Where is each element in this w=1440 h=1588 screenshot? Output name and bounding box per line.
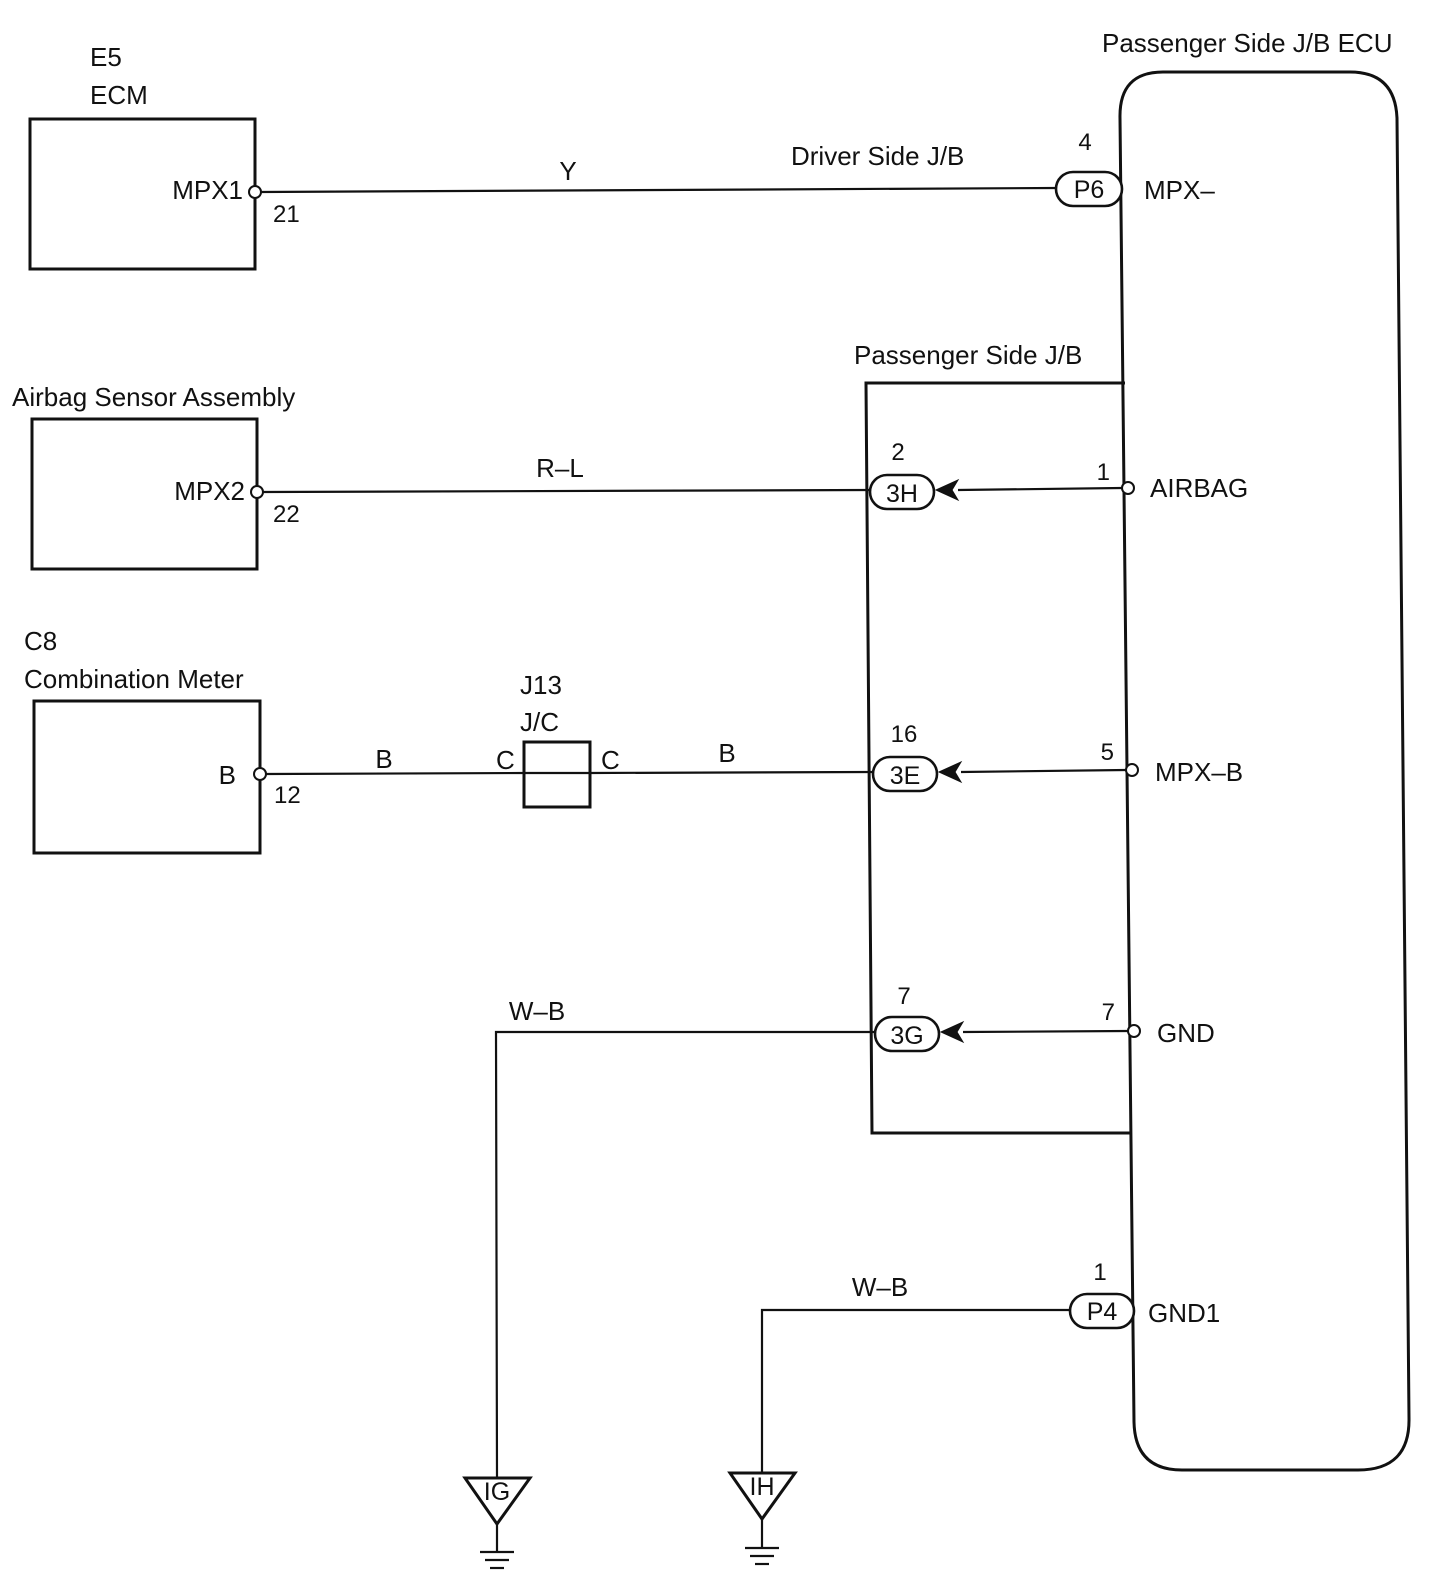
connector-code: 3E [890,762,921,790]
junction-connector-j13: J13 J/C C C [496,670,620,809]
ecm-component: E5 ECM MPX1 21 [28,42,300,271]
connector-pin-number: 7 [897,983,910,1010]
connector-code: 3G [890,1022,923,1050]
wire-via-label: Driver Side J/B [791,141,964,171]
terminal [1127,1024,1141,1038]
connector-pin-number: 4 [1078,129,1091,156]
wire-mpx1: Y Driver Side J/B P6 4 MPX– [248,129,1215,208]
wire-line-inner [962,1029,1129,1034]
wire-line [262,488,871,494]
arrow-icon [937,760,963,784]
connector-pill [868,473,936,511]
wire-mpx2: R–L 3H 2 1 AIRBAG [250,439,1248,511]
connector-pill [871,755,939,793]
wire-mpx-b: B B 3E 16 5 MPX–B [253,721,1243,793]
ecm-pin-number: 21 [273,201,300,228]
connector-pin-number: 1 [1093,1259,1106,1286]
ecm-name: ECM [90,80,148,110]
airbag-pin-number: 22 [273,501,300,528]
connector-pill [1054,170,1124,208]
wire-line-inner [960,768,1127,774]
jc-right-pin: C [601,745,620,775]
connector-code: P6 [1074,176,1105,204]
jb-outline [864,381,1130,1135]
wire-color: W–B [852,1272,908,1302]
airbag-sensor-component: Airbag Sensor Assembly MPX2 22 [12,382,300,571]
wire-gnd: W–B 3G 7 7 GND [494,983,1215,1479]
connector-pill [873,1015,941,1053]
ecu-outline [1118,70,1411,1472]
terminal [1125,763,1139,777]
wire-line [265,771,525,776]
wire-line-inner [957,486,1123,492]
connector-pin-number: 2 [891,439,904,466]
wire-color: W–B [509,996,565,1026]
wire-line [259,186,1057,194]
meter-code: C8 [24,626,57,656]
wire-line [589,770,874,775]
ground-code: IG [484,1478,510,1506]
terminal [250,485,264,499]
connector-pin-number: 16 [891,721,918,748]
wire-color-b: B [718,738,735,768]
terminal [1121,481,1135,495]
ground-triangle [727,1471,798,1522]
arrow-icon [939,1020,965,1044]
ecu-pin-number: 5 [1101,739,1114,766]
airbag-sensor-name: Airbag Sensor Assembly [12,382,295,412]
jc-name: J/C [520,707,559,737]
ecu-pin-number: 7 [1102,999,1115,1026]
meter-name: Combination Meter [24,664,244,694]
ecu-pin-number: 1 [1097,459,1110,486]
arrow-icon [934,478,960,502]
connector-code: 3H [886,480,918,508]
jc-code: J13 [520,670,562,700]
passenger-jb: Passenger Side J/B [854,340,1130,1135]
terminal [253,767,267,781]
jb-name: Passenger Side J/B [854,340,1082,370]
wire-color: R–L [536,453,584,483]
combination-meter-component: C8 Combination Meter B 12 [24,626,301,855]
jc-box [522,740,592,809]
meter-pin-name: B [219,760,236,790]
ground-code: IH [750,1473,775,1501]
ecu-pin-label: GND1 [1148,1298,1220,1328]
ecm-code: E5 [90,42,122,72]
meter-pin-number: 12 [274,782,301,809]
ecu-pin-label: MPX–B [1155,757,1243,787]
wire-gnd1: W–B P4 1 GND1 [760,1259,1220,1473]
wire-line [494,1030,875,1479]
jc-left-pin: C [496,745,515,775]
passenger-jb-ecu: Passenger Side J/B ECU [1102,28,1411,1472]
wire-line [760,1308,1070,1473]
ecu-pin-label: GND [1157,1018,1215,1048]
ground-triangle [462,1476,533,1527]
airbag-pin-name: MPX2 [174,476,245,506]
ecu-pin-label: MPX– [1144,175,1215,205]
ecm-pin-name: MPX1 [172,175,243,205]
ground-ig: IG [462,1476,533,1570]
terminal [248,185,262,199]
wire-color: Y [559,156,576,186]
wire-color: B [375,744,392,774]
ground-ih: IH [727,1471,798,1566]
connector-code: P4 [1087,1298,1118,1326]
ecu-pin-label: AIRBAG [1150,473,1248,503]
connector-pill [1068,1292,1136,1330]
ecu-name: Passenger Side J/B ECU [1102,28,1392,58]
